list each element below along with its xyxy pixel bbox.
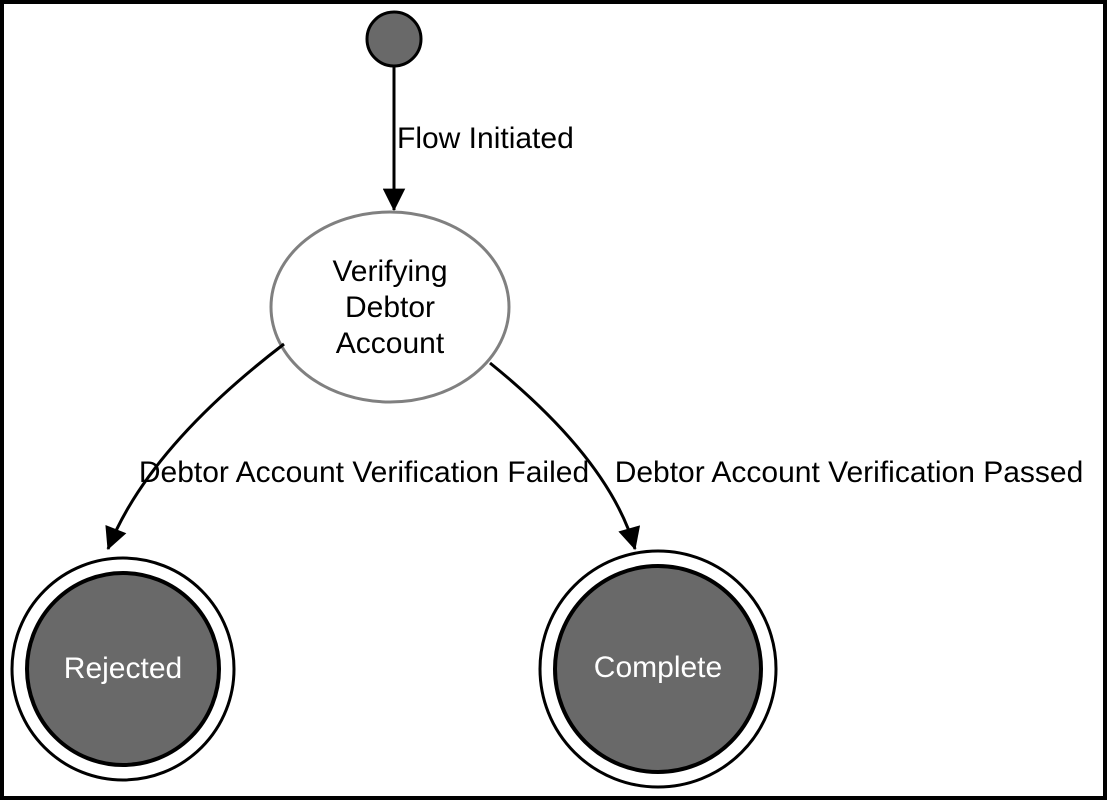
edge-verification-passed: Debtor Account Verification Passed xyxy=(489,361,1084,551)
final-state-complete-node xyxy=(553,564,763,774)
state-node-ellipse xyxy=(269,210,511,404)
edge-verification-failed: Debtor Account Verification Failed xyxy=(105,342,589,551)
final-state-complete-label: Complete xyxy=(594,651,722,684)
initial-state xyxy=(365,10,423,68)
edge-verification-failed-line xyxy=(105,342,285,551)
final-state-complete: Complete xyxy=(538,549,778,789)
final-state-rejected: Rejected xyxy=(10,556,236,782)
edge-label-verification-passed: Debtor Account Verification Passed xyxy=(615,456,1084,489)
state-label-line-3: Account xyxy=(336,327,445,360)
edge-flow-initiated: Flow Initiated xyxy=(382,66,574,212)
state-verifying-debtor-account: Verifying Debtor Account xyxy=(269,210,511,404)
state-label-line-1: Verifying xyxy=(332,255,447,288)
edge-verification-passed-line xyxy=(489,361,641,551)
initial-state-node xyxy=(365,10,423,68)
final-state-rejected-node xyxy=(25,571,221,767)
edge-label-verification-failed: Debtor Account Verification Failed xyxy=(139,456,589,489)
state-label-line-2: Debtor xyxy=(345,291,435,324)
edge-label-flow-initiated: Flow Initiated xyxy=(397,122,574,155)
final-state-rejected-label: Rejected xyxy=(64,652,182,685)
